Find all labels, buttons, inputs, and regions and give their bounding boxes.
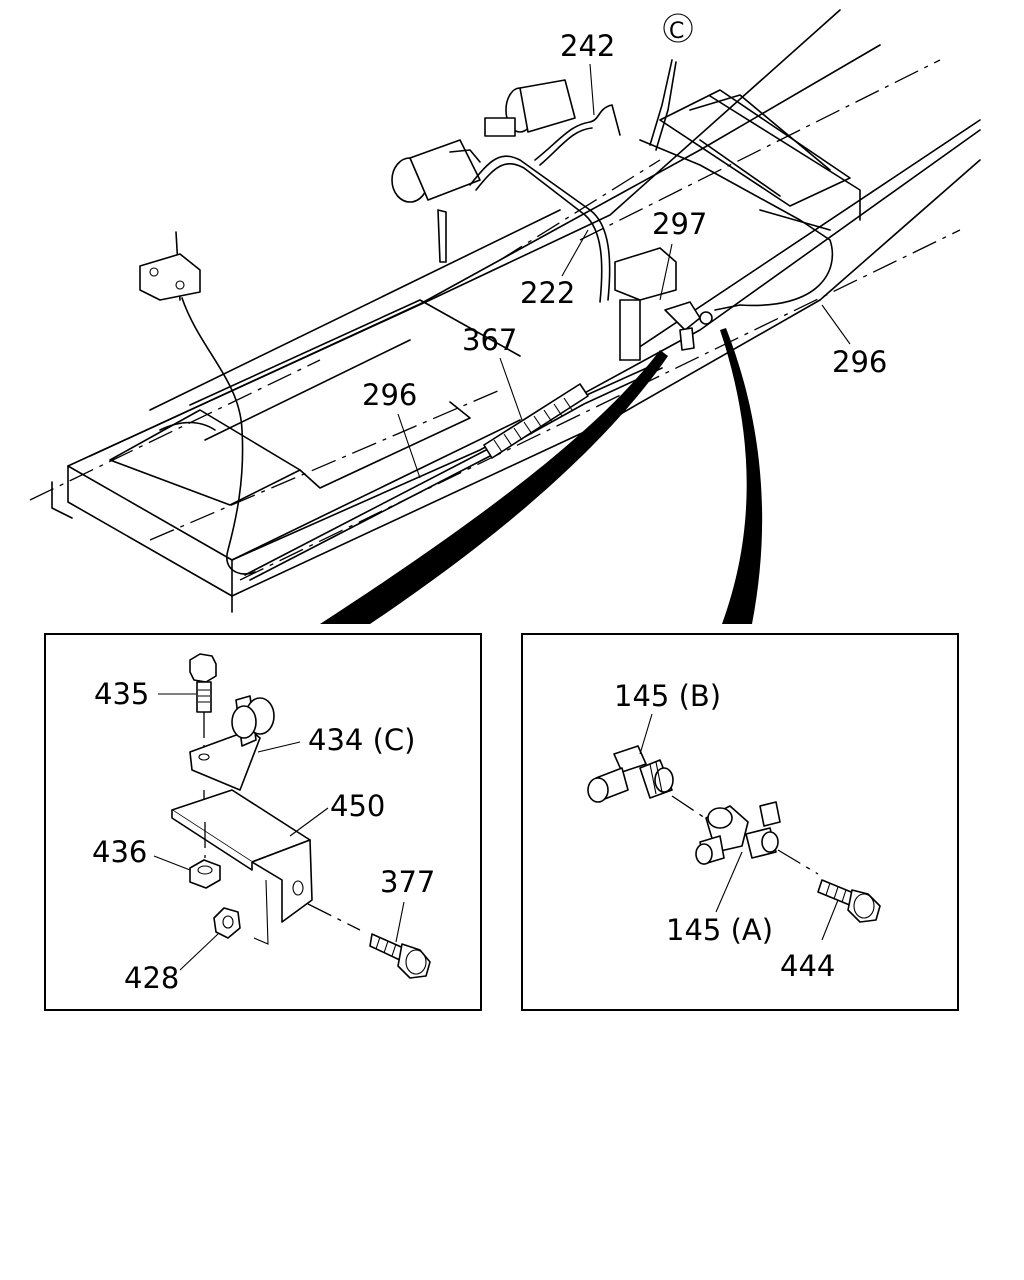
fittings-detail [587,745,881,923]
label-222: 222 [520,276,575,310]
bracket-detail-labels: 435 434 (C) 450 436 377 428 [92,677,435,995]
label-367: 367 [462,323,517,357]
label-145b: 145 (B) [614,679,721,713]
label-145a: 145 (A) [666,913,773,947]
label-436: 436 [92,835,147,869]
label-242: 242 [560,29,615,63]
bracket-detail [171,653,431,979]
main-part-labels: 242 C 297 222 367 296 296 [362,13,887,479]
label-c: C [669,19,684,44]
circle-c-marker [663,13,693,43]
brake-lines [139,59,834,581]
label-444: 444 [780,949,835,983]
label-297: 297 [652,207,707,241]
label-435: 435 [94,677,149,711]
label-377: 377 [380,865,435,899]
label-450: 450 [330,789,385,823]
fittings-detail-labels: 145 (B) 145 (A) 444 [614,679,839,983]
label-428: 428 [124,961,179,995]
label-296-right: 296 [832,345,887,379]
label-434: 434 (C) [308,723,415,757]
detail-callout-arrows [320,328,763,624]
air-tank-assembly [391,79,576,263]
label-296-left: 296 [362,378,417,412]
